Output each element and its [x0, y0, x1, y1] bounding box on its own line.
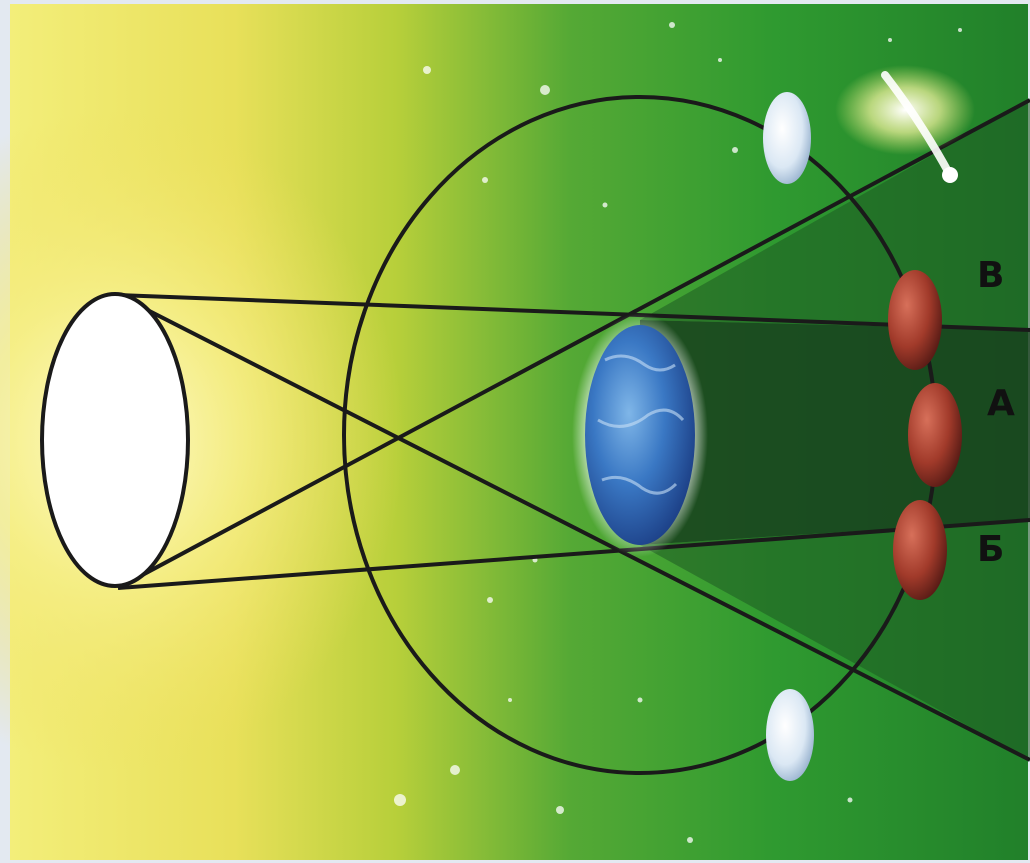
sun	[42, 294, 188, 586]
label-b: Б	[977, 529, 1004, 570]
label-a: А	[987, 383, 1015, 424]
moon-position-v	[888, 270, 942, 370]
moon-bottom	[766, 689, 814, 781]
moon-position-a	[908, 383, 962, 487]
earth	[585, 325, 695, 545]
moon-position-b	[893, 500, 947, 600]
label-v: В	[977, 255, 1004, 296]
moon-top	[763, 92, 811, 184]
